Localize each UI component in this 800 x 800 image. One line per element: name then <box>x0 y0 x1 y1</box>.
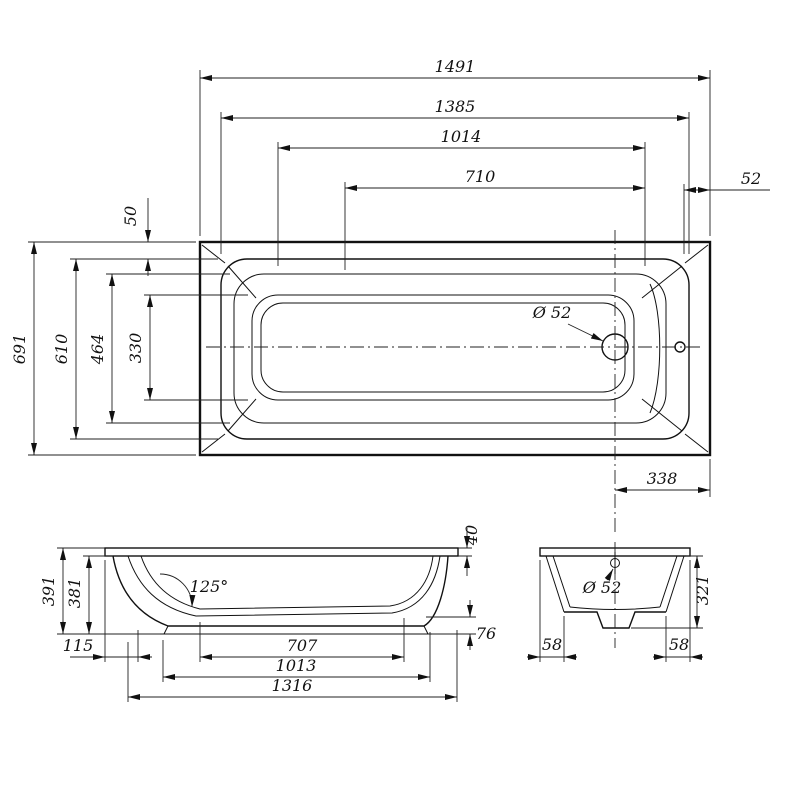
dimension-lines <box>142 198 218 276</box>
dim-right-58: 58 <box>653 560 703 662</box>
dim-bottom-1013: 1013 <box>162 632 431 682</box>
dim-drain-offset-338: 338 <box>615 459 711 497</box>
dimension-lines <box>683 184 770 254</box>
dim-width-691: 691 <box>10 241 196 456</box>
corner-transition-lines <box>201 244 709 453</box>
side-view: 125° <box>104 547 459 635</box>
angle-label-125: 125° <box>190 577 229 596</box>
dim-label-381: 381 <box>65 578 84 609</box>
dim-label-1013: 1013 <box>276 656 317 675</box>
end-view: Ø 52 <box>539 542 691 648</box>
dim-rim-50: 50 <box>121 198 218 276</box>
dimension-lines <box>83 555 113 634</box>
dimension-lines <box>106 273 230 424</box>
overflow-diameter-callout: Ø 52 <box>582 568 622 597</box>
dim-label-52: 52 <box>741 169 761 188</box>
dim-rim-52: 52 <box>683 169 770 254</box>
dim-label-691: 691 <box>10 334 29 365</box>
dim-width-330: 330 <box>126 294 248 401</box>
dim-base-76: 76 <box>426 600 496 650</box>
dim-rim-height-40: 40 <box>458 525 481 576</box>
dim-length-1385: 1385 <box>220 97 690 254</box>
dim-label-1385: 1385 <box>435 97 476 116</box>
tub-basin-rim-edge <box>220 258 690 440</box>
dimension-lines <box>127 630 458 702</box>
dimension-lines <box>426 600 476 650</box>
dim-length-1014: 1014 <box>277 127 646 266</box>
dimension-lines <box>615 459 711 497</box>
dimension-lines <box>344 182 645 270</box>
dim-label-1491: 1491 <box>435 57 476 76</box>
dim-label-76: 76 <box>476 624 496 643</box>
base-line <box>160 625 432 635</box>
rim-profile <box>104 547 459 557</box>
dim-label-338: 338 <box>647 469 678 488</box>
dim-length-1491: 1491 <box>199 57 711 236</box>
tub-outer-outline <box>198 240 712 457</box>
dimension-lines <box>277 142 646 266</box>
dim-label-710: 710 <box>465 167 496 186</box>
dimension-lines <box>70 258 218 440</box>
tub-floor-outline <box>251 294 635 401</box>
outer-bottom-with-drain <box>564 611 666 629</box>
angle-arc <box>159 573 196 608</box>
dim-label-1014: 1014 <box>441 127 482 146</box>
dim-label-58-right: 58 <box>669 635 689 654</box>
dim-label-610: 610 <box>52 334 71 365</box>
leader-line <box>604 568 614 581</box>
dim-height-391: 391 <box>39 547 160 635</box>
leader-line <box>567 323 604 342</box>
dim-label-115: 115 <box>63 636 94 655</box>
dimension-lines <box>144 294 248 401</box>
tub-wall-contour <box>233 273 667 424</box>
dim-label-391: 391 <box>39 576 58 607</box>
tub-floor-inner-line <box>260 302 626 393</box>
dim-left-58: 58 <box>527 560 577 662</box>
dim-label-drain-diameter: Ø 52 <box>532 303 572 322</box>
dim-width-610: 610 <box>52 258 218 440</box>
backrest-slope-contour <box>649 283 661 414</box>
dim-label-40: 40 <box>462 525 481 546</box>
dim-offset-115: 115 <box>63 560 152 662</box>
dim-label-overflow-diameter: Ø 52 <box>582 578 622 597</box>
dim-label-321: 321 <box>693 575 712 606</box>
inner-profile-1 <box>127 555 441 617</box>
dim-label-707: 707 <box>287 636 318 655</box>
dim-label-58-left: 58 <box>542 635 562 654</box>
dimension-lines <box>220 112 690 254</box>
dimension-lines <box>28 241 196 456</box>
wall-lines <box>545 555 685 613</box>
dim-label-1316: 1316 <box>272 676 313 695</box>
dim-height-381: 381 <box>65 555 113 634</box>
dim-bottom-707: 707 <box>199 618 405 662</box>
dim-width-464: 464 <box>88 273 230 424</box>
dim-depth-321: 321 <box>631 555 712 629</box>
top-view: Ø 52 <box>198 230 712 532</box>
dim-label-330: 330 <box>126 333 145 364</box>
dimension-lines <box>199 70 711 236</box>
drain-diameter-callout: Ø 52 <box>532 303 604 342</box>
angle-callout-125: 125° <box>159 573 229 608</box>
dim-label-464: 464 <box>88 334 107 366</box>
dim-length-710: 710 <box>344 167 645 270</box>
dim-bottom-1316: 1316 <box>127 630 458 702</box>
dim-label-50: 50 <box>121 206 140 226</box>
inner-profile-2 <box>140 555 434 610</box>
